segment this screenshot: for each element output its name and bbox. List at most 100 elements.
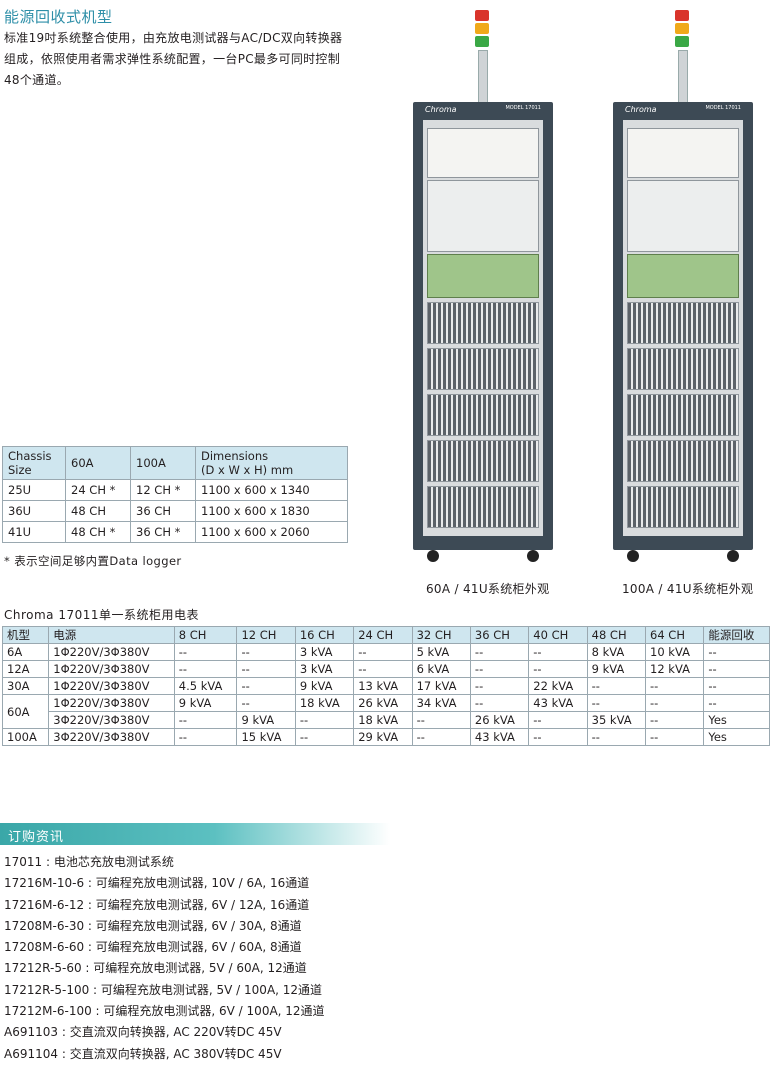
table-cell: 3Φ220V/3Φ380V	[48, 711, 175, 729]
table-cell: 4.5 kVA	[173, 677, 238, 695]
table-cell: --	[294, 728, 355, 746]
table-cell: --	[586, 677, 647, 695]
table-cell: 12 CH *	[130, 479, 196, 501]
table-cell-model: 6A	[1, 643, 50, 661]
table-cell: 36U	[2, 500, 66, 522]
table-cell: --	[528, 711, 588, 729]
table-cell: 15 kVA	[236, 728, 296, 746]
table-cell: --	[294, 711, 355, 729]
table-cell: 36 CH	[130, 500, 196, 522]
order-item: 17216M-6-12 : 可编程充放电测试器, 6V / 12A, 16通道	[4, 897, 310, 912]
table-cell: --	[586, 728, 647, 746]
table-cell: 1100 x 600 x 1340	[195, 479, 348, 501]
ordering-header: 订购资讯	[0, 823, 390, 845]
table-cell: --	[469, 643, 530, 661]
table-header: Chassis Size	[2, 446, 66, 480]
table-cell-model: 60A	[1, 694, 50, 729]
table-cell: --	[644, 728, 705, 746]
cabinet-model: MODEL 17011	[705, 105, 741, 111]
table-cell: 26 kVA	[469, 711, 530, 729]
cabinet-100a-caption: 100A / 41U系统柜外观	[622, 582, 754, 596]
table-cell: 18 kVA	[353, 711, 413, 729]
order-item: 17011 : 电池芯充放电测试系统	[4, 855, 174, 869]
table-cell: 3 kVA	[294, 643, 355, 661]
table-cell: --	[703, 694, 770, 712]
table-cell: --	[586, 694, 647, 712]
power-table-title: Chroma 17011单一系统柜用电表	[4, 608, 200, 622]
table-cell: Yes	[703, 711, 770, 729]
table-cell: 18 kVA	[294, 694, 355, 712]
table-cell: 25U	[2, 479, 66, 501]
table-cell: 22 kVA	[528, 677, 588, 695]
table-cell: --	[528, 660, 588, 678]
cabinet-60a-image: Chroma MODEL 17011	[413, 10, 553, 570]
order-item: 17216M-10-6 : 可编程充放电测试器, 10V / 6A, 16通道	[4, 876, 310, 891]
table-cell: --	[528, 728, 588, 746]
table-cell: 24 CH *	[65, 479, 131, 501]
table-cell: 3 kVA	[294, 660, 355, 678]
table-header: 60A	[65, 446, 131, 480]
table-cell: --	[703, 677, 770, 695]
table-header: 32 CH	[411, 626, 471, 644]
table-cell: 41U	[2, 521, 66, 543]
order-item: A691103 : 交直流双向转换器, AC 220V转DC 45V	[4, 1025, 282, 1040]
table-header: 24 CH	[353, 626, 413, 644]
table-cell: --	[703, 643, 770, 661]
table-cell: 36 CH *	[130, 521, 196, 543]
table-cell: 43 kVA	[469, 728, 530, 746]
page-title: 能源回收式机型	[4, 8, 113, 26]
table-cell: 26 kVA	[353, 694, 413, 712]
table-cell: --	[703, 660, 770, 678]
table-cell-model: 30A	[1, 677, 50, 695]
table-cell: --	[353, 660, 413, 678]
table-header: 100A	[130, 446, 196, 480]
table-cell: Yes	[703, 728, 770, 746]
cabinet-100a-image: Chroma MODEL 17011	[613, 10, 753, 570]
table-header: 8 CH	[173, 626, 238, 644]
ordering-heading: 订购资讯	[8, 830, 65, 845]
table-cell: --	[236, 660, 296, 678]
table-header: 16 CH	[294, 626, 355, 644]
table-cell: 1100 x 600 x 1830	[195, 500, 348, 522]
cabinet-model: MODEL 17011	[505, 105, 541, 111]
table-cell: 1Φ220V/3Φ380V	[48, 677, 175, 695]
table-cell: 9 kVA	[294, 677, 355, 695]
table-cell: --	[411, 711, 471, 729]
table-cell: 8 kVA	[586, 643, 647, 661]
table-cell: --	[173, 643, 238, 661]
table-cell: 9 kVA	[586, 660, 647, 678]
table-header: 48 CH	[586, 626, 647, 644]
table-cell: 9 kVA	[173, 694, 238, 712]
table-cell: 29 kVA	[353, 728, 413, 746]
table-cell: 43 kVA	[528, 694, 588, 712]
table-cell: --	[173, 660, 238, 678]
table-header: 64 CH	[644, 626, 705, 644]
table-cell: --	[411, 728, 471, 746]
table-cell: --	[173, 728, 238, 746]
table-cell: 48 CH	[65, 500, 131, 522]
table-header: 机型	[1, 626, 50, 644]
cabinet-logo: Chroma	[625, 105, 657, 114]
table-row: 3Φ220V/3Φ380V--9 kVA--18 kVA--26 kVA--35…	[3, 711, 770, 729]
table-header: 电源	[48, 626, 175, 644]
table-cell: 9 kVA	[236, 711, 296, 729]
cabinet-60a-caption: 60A / 41U系统柜外观	[426, 582, 550, 596]
table-cell: --	[644, 694, 705, 712]
order-item: 17208M-6-60 : 可编程充放电测试器, 6V / 60A, 8通道	[4, 940, 302, 955]
table-cell: 1Φ220V/3Φ380V	[48, 660, 175, 678]
order-item: 17212R-5-100 : 可编程充放电测试器, 5V / 100A, 12通…	[4, 982, 323, 997]
table-cell: --	[644, 711, 705, 729]
table-cell: 1Φ220V/3Φ380V	[48, 694, 175, 712]
table-cell: 5 kVA	[411, 643, 471, 661]
table-cell: --	[528, 643, 588, 661]
signal-tower-icon	[675, 10, 689, 49]
order-item: 17212R-5-60 : 可编程充放电测试器, 5V / 60A, 12通道	[4, 961, 307, 976]
order-item: 17208M-6-30 : 可编程充放电测试器, 6V / 30A, 8通道	[4, 918, 302, 933]
table-cell: 13 kVA	[353, 677, 413, 695]
intro-text: 标准19吋系统整合使用，由充放电测试器与AC/DC双向转换器组成，依照使用者需求…	[4, 31, 343, 87]
